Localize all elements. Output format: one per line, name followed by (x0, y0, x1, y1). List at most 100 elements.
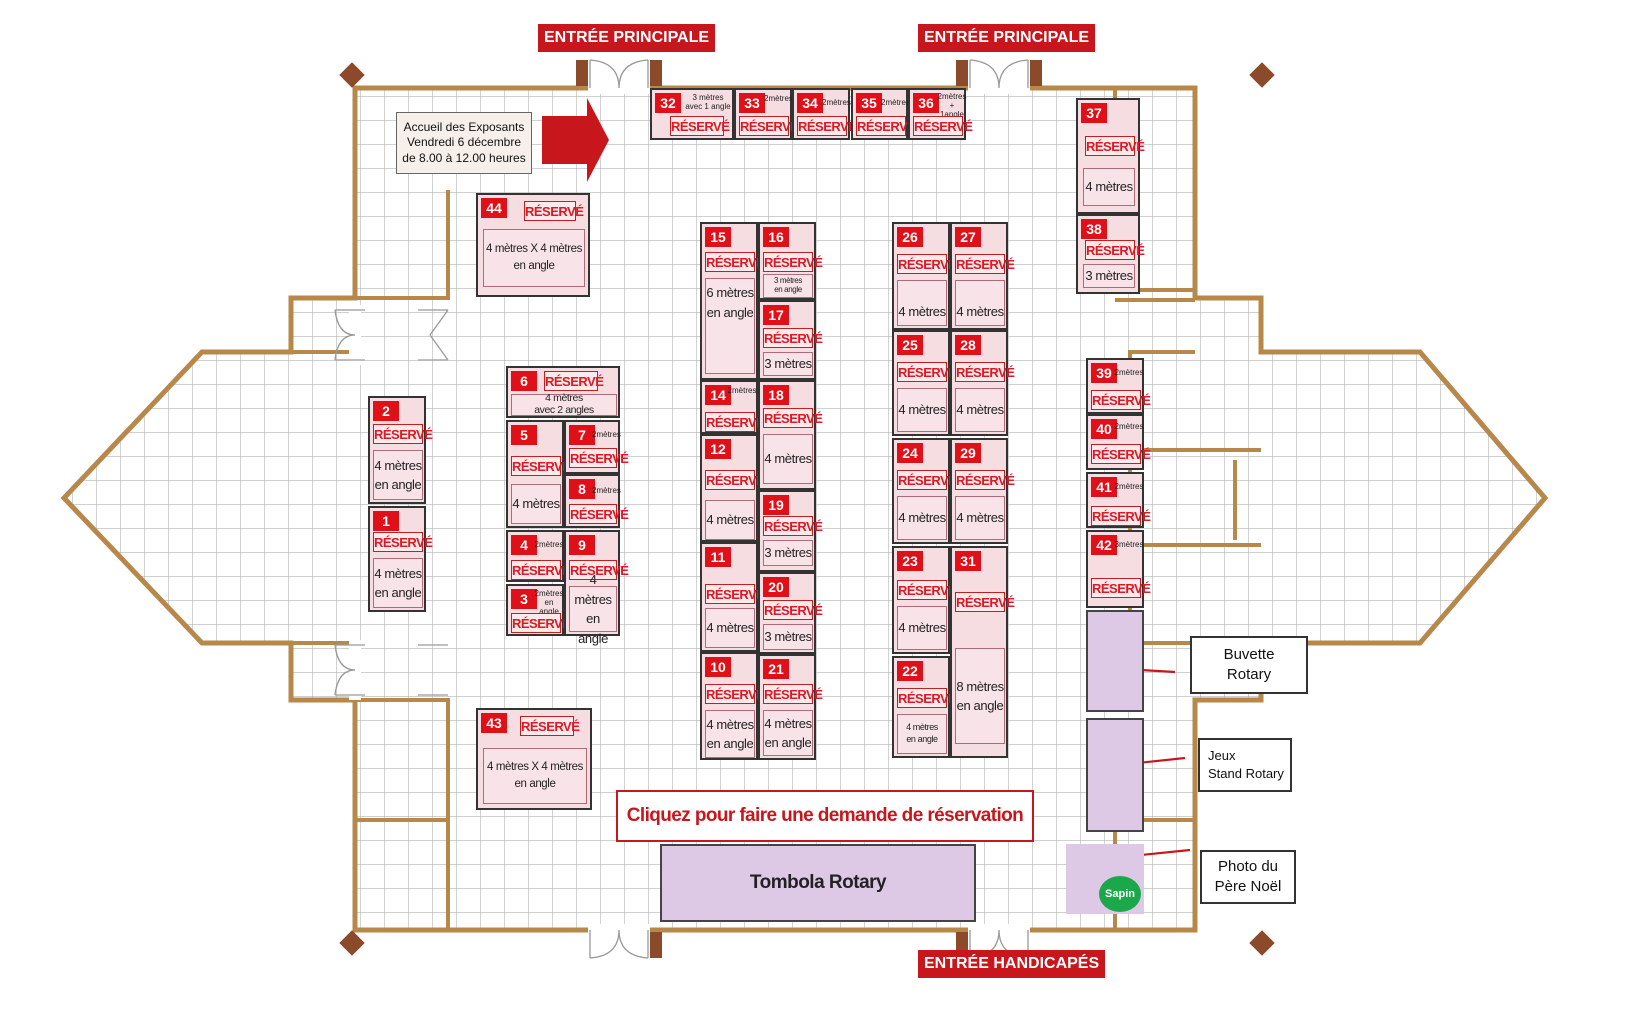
reserved-badge: RÉSERVÉ (511, 560, 571, 580)
reserved-badge: RÉSERVÉ (670, 116, 730, 136)
reserved-badge: RÉSERVÉ (763, 600, 823, 620)
stand-number: 17 (763, 305, 789, 325)
stand-4[interactable]: 4 2mètres RÉSERVÉ (506, 530, 571, 582)
stand-5[interactable]: 5 RÉSERVÉ 4 mètres (506, 420, 571, 528)
stand-dimensions: 3 mètres (763, 624, 813, 650)
stand-number: 34 (797, 93, 823, 113)
reserved-badge: RÉSERVÉ (797, 116, 857, 136)
stand-number: 4 (511, 535, 537, 555)
stand-12[interactable]: 12 RÉSERVÉ 4 mètres (700, 434, 765, 542)
stand-36[interactable]: 36 2mètres+ 1angle RÉSERVÉ (908, 88, 973, 140)
stand-number: 16 (763, 227, 789, 247)
stand-38[interactable]: 38 RÉSERVÉ 3 mètres (1076, 214, 1145, 294)
stand-37[interactable]: 37 RÉSERVÉ 4 mètres (1076, 98, 1145, 214)
reserved-badge: RÉSERVÉ (1085, 240, 1145, 260)
stand-dimensions: 4 mètres (763, 434, 813, 484)
stand-42[interactable]: 42 3mètres RÉSERVÉ (1086, 530, 1151, 608)
stand-size-note: 2mètres (822, 98, 851, 107)
stand-39[interactable]: 39 2mètres RÉSERVÉ (1086, 358, 1151, 414)
reserved-badge: RÉSERVÉ (544, 371, 604, 391)
stand-23[interactable]: 23 RÉSERVÉ 4 mètres (892, 546, 957, 654)
stand-33[interactable]: 33 2mètres RÉSERVÉ (734, 88, 799, 140)
stand-number: 28 (955, 335, 981, 355)
stand-34[interactable]: 34 2mètres RÉSERVÉ (792, 88, 857, 140)
stand-number: 14 (705, 385, 731, 405)
sapin-label: Sapin (1105, 888, 1135, 900)
stand-size-note: 2mètres+ 1angle (937, 92, 967, 119)
stand-size-note: 2mètres (534, 540, 564, 549)
stand-11[interactable]: 11 RÉSERVÉ 4 mètres (700, 542, 765, 652)
reserved-badge: RÉSERVÉ (373, 532, 433, 552)
tombola-label: Tombola Rotary (749, 872, 887, 893)
stand-number: 18 (763, 385, 789, 405)
stand-17[interactable]: 17 RÉSERVÉ 3 mètres (758, 300, 823, 380)
stand-size-note: 2mètres (727, 386, 757, 395)
stand-dimensions: 4 mètres (1083, 168, 1135, 206)
stand-26[interactable]: 26 RÉSERVÉ 4 mètres (892, 222, 957, 330)
stand-8[interactable]: 8 2mètres RÉSERVÉ (564, 474, 629, 528)
buvette-line-1: Buvette (1223, 645, 1275, 663)
stand-18[interactable]: 18 RÉSERVÉ 4 mètres (758, 380, 823, 490)
stand-number: 29 (955, 443, 981, 463)
stand-24[interactable]: 24 RÉSERVÉ 4 mètres (892, 438, 957, 544)
photo-note: Photo du Père Noël (1200, 850, 1296, 904)
stand-40[interactable]: 40 2mètres RÉSERVÉ (1086, 414, 1151, 470)
welcome-note: Accueil des Exposants Vendredi 6 décembr… (396, 112, 532, 174)
stand-14[interactable]: 14 2mètres RÉSERVÉ (700, 380, 765, 434)
stand-number: 6 (511, 371, 537, 391)
stand-28[interactable]: 28 RÉSERVÉ 4 mètres (950, 330, 1015, 436)
welcome-line-1: Accueil des Exposants (403, 119, 525, 134)
reserved-badge: RÉSERVÉ (373, 424, 433, 444)
buvette-line-2: Rotary (1226, 666, 1272, 683)
jeux-line-1: Jeux (1208, 748, 1236, 764)
stand-20[interactable]: 20 RÉSERVÉ 3 mètres (758, 572, 823, 654)
stand-35[interactable]: 35 2mètres RÉSERVÉ (851, 88, 916, 140)
stand-27[interactable]: 27 RÉSERVÉ 4 mètres (950, 222, 1015, 330)
jeux-note: Jeux Stand Rotary (1198, 738, 1292, 792)
stand-41[interactable]: 41 2mètres RÉSERVÉ (1086, 472, 1151, 528)
stand-number: 44 (481, 198, 507, 218)
stand-number: 15 (705, 227, 731, 247)
entrance-main-left-label: ENTRÉE PRINCIPALE (538, 24, 716, 52)
stand-7[interactable]: 7 2mètres RÉSERVÉ (564, 420, 629, 474)
stand-number: 43 (481, 713, 507, 733)
stand-29[interactable]: 29 RÉSERVÉ 4 mètres (950, 438, 1015, 544)
stand-number: 11 (705, 547, 731, 567)
reserved-badge: RÉSERVÉ (524, 201, 584, 221)
reserved-badge: RÉSERVÉ (1091, 506, 1151, 526)
reserved-badge: RÉSERVÉ (569, 504, 629, 524)
stand-dimensions: 3 mètres (1083, 264, 1135, 288)
stand-dimensions: 4 mètres (897, 388, 947, 432)
entrance-main-right-label: ENTRÉE PRINCIPALE (918, 24, 1096, 52)
reserved-badge: RÉSERVÉ (897, 470, 957, 490)
stand-number: 23 (897, 551, 923, 571)
jeux-line-2: Stand Rotary (1208, 766, 1284, 781)
stand-dimensions: 4 mètres (511, 484, 561, 524)
reservation-request-label: Cliquez pour faire une demande de réserv… (626, 805, 1024, 826)
stand-25[interactable]: 25 RÉSERVÉ 4 mètres (892, 330, 957, 436)
reservation-request-button[interactable]: Cliquez pour faire une demande de réserv… (616, 790, 1034, 842)
stand-number: 36 (913, 93, 939, 113)
stand-19[interactable]: 19 RÉSERVÉ 3 mètres (758, 490, 823, 572)
reserved-badge: RÉSERVÉ (763, 328, 823, 348)
reserved-badge: RÉSERVÉ (897, 362, 957, 382)
